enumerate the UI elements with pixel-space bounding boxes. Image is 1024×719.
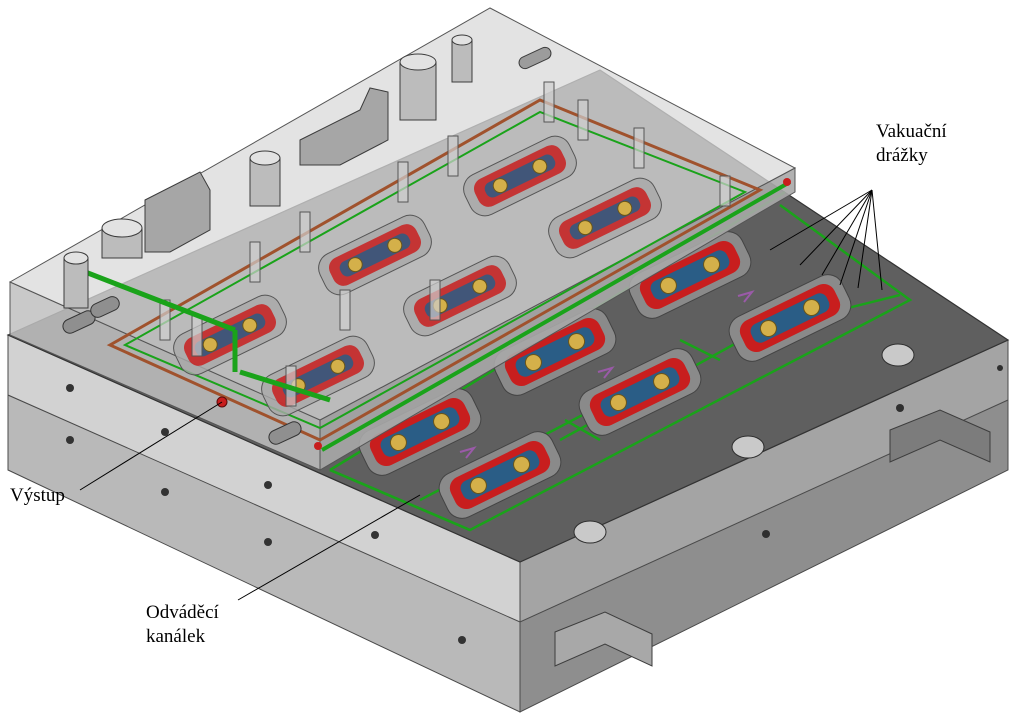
label-vystup-text: Výstup	[10, 485, 65, 506]
label-vakuacni-line1: Vakuační	[876, 121, 947, 142]
leader-vakuacni-3	[821, 189, 873, 276]
cover-clips	[144, 87, 389, 253]
outlet-pipe	[74, 265, 331, 403]
rail-end-right	[783, 178, 791, 186]
inner-channel	[106, 98, 764, 442]
leader-vakuacni-4	[839, 189, 873, 286]
leader-vakuacni-1	[769, 189, 873, 251]
leader-lines	[79, 189, 883, 601]
cavity-connectors	[459, 290, 755, 459]
label-vakuacni-line2: drážky	[876, 145, 928, 166]
label-vakuacni-drazky: Vakuační drážky	[876, 120, 947, 168]
side-holes-right	[762, 365, 1003, 538]
label-vystup: Výstup	[10, 484, 65, 508]
leader-vakuacni-5	[857, 189, 873, 289]
base-slot-front	[554, 611, 653, 667]
base-slot-right	[889, 409, 991, 463]
leader-vakuacni-6	[871, 189, 883, 291]
green-rail	[321, 180, 791, 452]
label-odvadeci-line1: Odváděcí	[146, 602, 219, 623]
label-odvadeci-kanalek: Odváděcí kanálek	[146, 601, 219, 649]
rail-end	[314, 442, 322, 450]
side-holes	[66, 384, 466, 644]
top-face-holes	[573, 343, 915, 544]
cover-bosses	[63, 34, 552, 309]
leader-odvadeci	[237, 494, 421, 601]
label-odvadeci-line2: kanálek	[146, 626, 206, 647]
leader-vystup	[79, 401, 223, 491]
leader-vakuacni-2	[799, 189, 873, 266]
cavities-right	[358, 231, 852, 519]
side-pipes	[62, 296, 302, 445]
